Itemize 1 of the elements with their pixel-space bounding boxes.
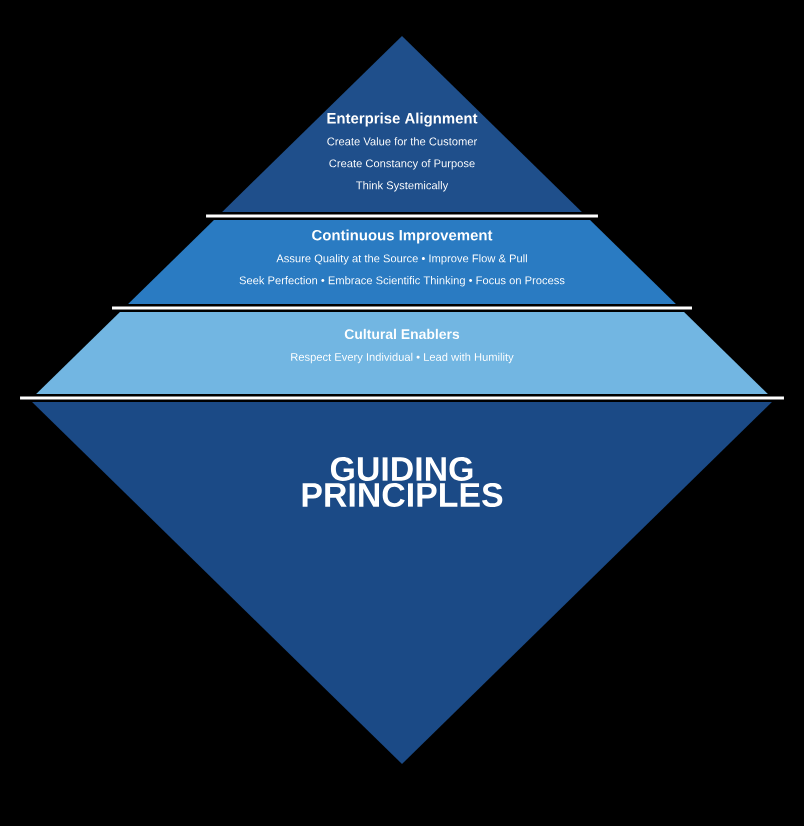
- diamond-base: GUIDING PRINCIPLES: [32, 402, 772, 764]
